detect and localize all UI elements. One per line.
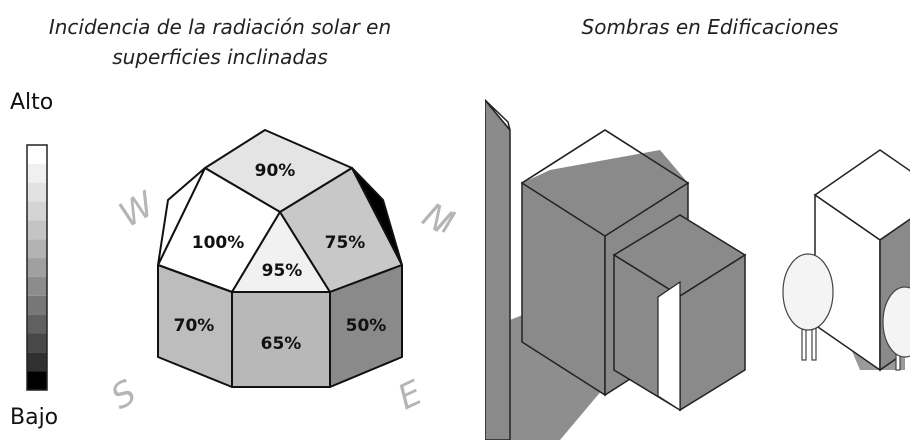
right-diagram-title: Sombras en Edificaciones [581, 15, 839, 39]
pct-upper-right-label: 75% [325, 233, 366, 253]
compass-east-label: E [392, 373, 429, 419]
scale-step [27, 182, 47, 202]
scale-step [27, 201, 47, 221]
scale-high-label: Alto [10, 90, 54, 115]
compass-west-label: W [113, 184, 163, 236]
pct-top-label: 90% [255, 161, 296, 181]
building-shadow-illustration [485, 98, 910, 440]
scale-low-label: Bajo [10, 405, 59, 430]
small-building-lit-strip [657, 280, 681, 412]
left-title-line-2: superficies inclinadas [112, 45, 328, 69]
scale-step [27, 371, 47, 390]
pct-lower-left-label: 70% [174, 316, 215, 336]
tree-right [882, 286, 910, 371]
scale-step [27, 163, 47, 183]
tall-building-top-shadow [522, 150, 688, 236]
left-title-line-1: Incidencia de la radiación solar en [48, 15, 392, 39]
left-wall-front [485, 98, 511, 440]
scale-step [27, 239, 47, 259]
dome-face-left-edge [157, 167, 206, 266]
scale-border [26, 144, 48, 391]
left-wall-top [485, 99, 511, 131]
compass-north-tick [441, 211, 457, 233]
compass-south-label: S [105, 372, 144, 417]
scale-step [27, 258, 47, 277]
scale-step [27, 220, 47, 240]
pct-center-label: 95% [262, 261, 303, 281]
left-diagram-title: Incidencia de la radiación solar en supe… [20, 12, 420, 72]
scale-step [27, 352, 47, 372]
dome-face-lower-right [329, 264, 403, 388]
scale-step [27, 276, 47, 296]
scale-step [27, 145, 47, 164]
pct-upper-left-label: 100% [192, 233, 245, 253]
dome-face-right-edge [351, 167, 403, 266]
scale-step [27, 314, 47, 334]
pct-lower-right-label: 50% [346, 316, 387, 336]
pct-lower-center-label: 65% [261, 334, 302, 354]
scale-step [27, 295, 47, 315]
grayscale-scale-bar [26, 144, 48, 391]
tree-left [782, 253, 834, 361]
scale-step [27, 333, 47, 353]
solar-dome [157, 129, 403, 388]
